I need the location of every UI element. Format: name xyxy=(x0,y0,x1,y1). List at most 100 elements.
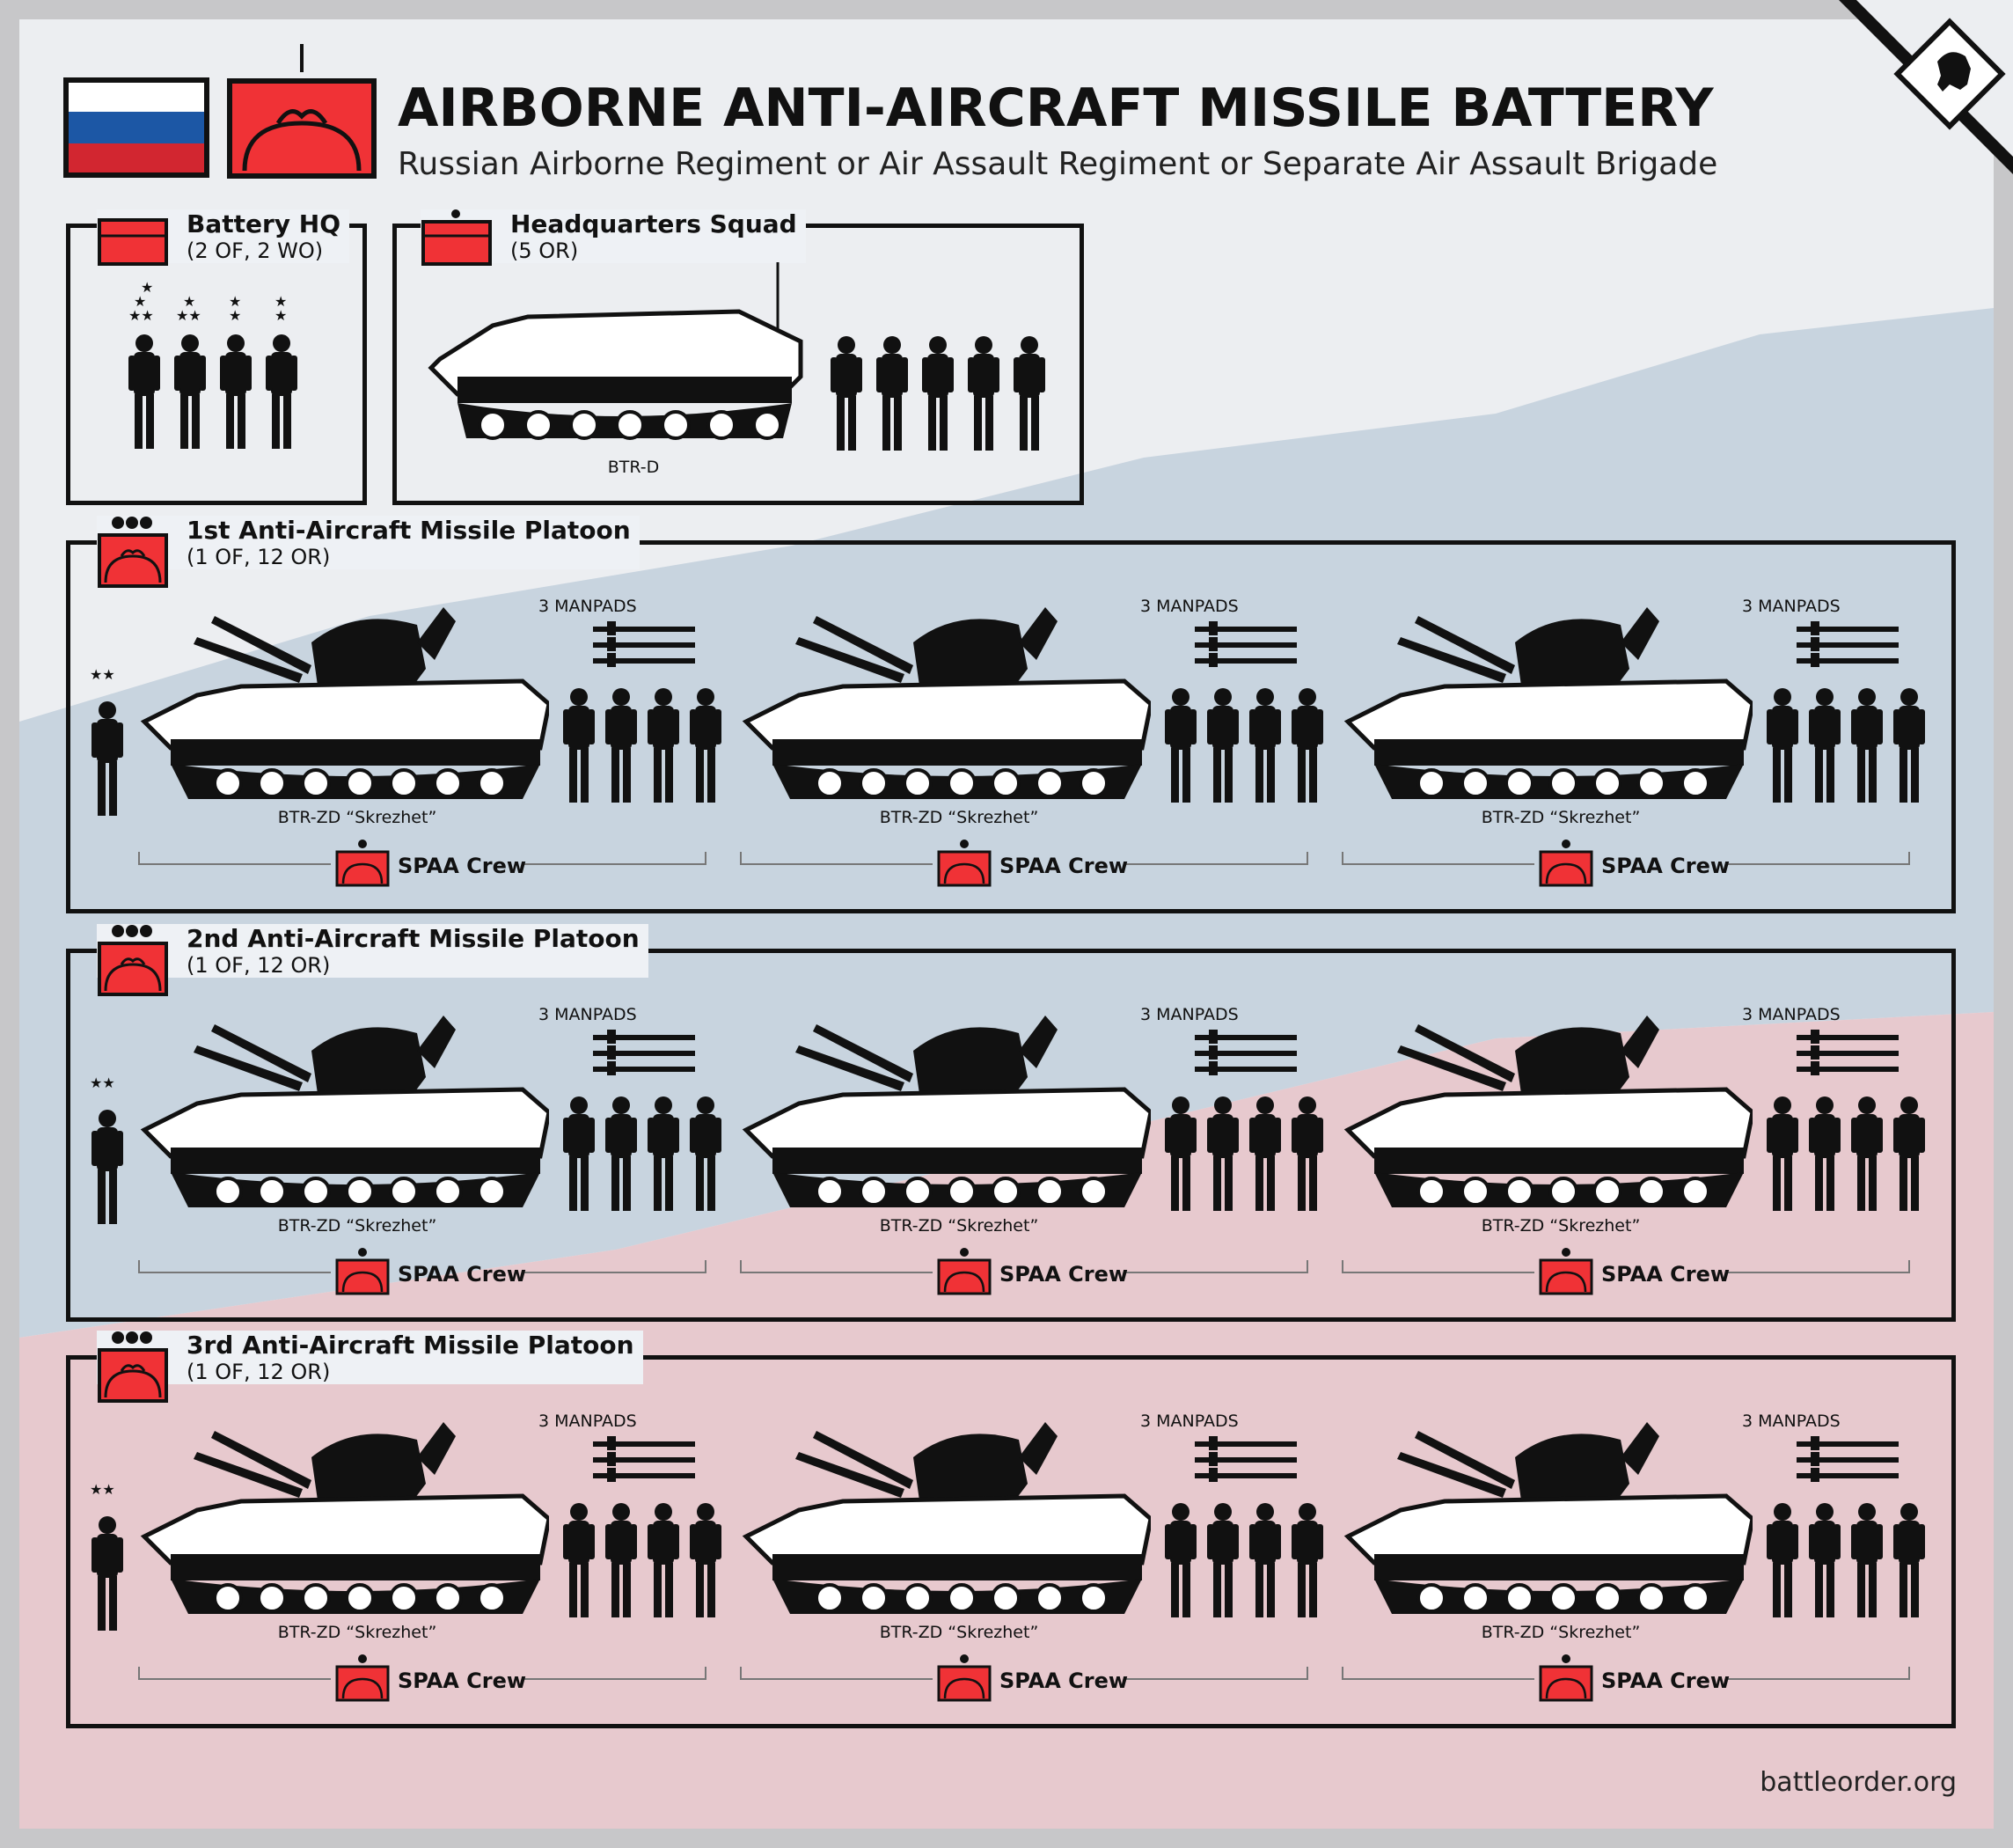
platoon-header: 1st Anti-Aircraft Missile Platoon (1 OF,… xyxy=(97,516,640,588)
btr-zd-vehicle-icon xyxy=(140,1422,549,1614)
spaa-crew-symbol-icon xyxy=(1539,1248,1593,1295)
manpads-launchers-icon xyxy=(1797,1030,1899,1075)
svg-text:★★: ★★ xyxy=(90,666,115,683)
svg-text:★: ★ xyxy=(141,280,153,296)
hq-squad-title: Headquarters Squad xyxy=(510,209,797,238)
btr-zd-vehicle-icon xyxy=(140,607,549,799)
svg-text:★: ★ xyxy=(134,293,146,310)
platoon-title: 2nd Anti-Aircraft Missile Platoon xyxy=(187,924,640,953)
page-title: AIRBORNE ANTI-AIRCRAFT MISSILE BATTERY xyxy=(398,77,1714,139)
spaa-section: 3 MANPADS BTR-ZD “Skrezhet” SPAA Cr xyxy=(93,1355,721,1725)
battery-hq-strength: (2 OF, 2 WO) xyxy=(187,238,324,263)
svg-text:★★: ★★ xyxy=(128,307,154,324)
spaa-section: 3 MANPADS BTR-ZD “Skrezhet” SPAA Cr xyxy=(695,540,1323,910)
crew-bracket-icon xyxy=(740,852,1308,865)
spaa-section: 3 MANPADS BTR-ZD “Skrezhet” SPAA Cr xyxy=(695,949,1323,1318)
crew-soldiers-icon xyxy=(1767,1096,1925,1211)
svg-text:★★: ★★ xyxy=(90,1074,115,1091)
hq-unit-symbol-icon xyxy=(98,218,168,266)
svg-text:★★: ★★ xyxy=(176,307,201,324)
manpads-label: 3 MANPADS xyxy=(1742,597,1841,616)
btr-zd-label: BTR-ZD “Skrezhet” xyxy=(1481,808,1641,827)
hq-squad-header: Headquarters Squad (5 OR) xyxy=(421,209,806,266)
battery-hq-personnel: ★★★★ ★★★ ★★ ★★ xyxy=(121,280,315,456)
spaa-crew-symbol-icon xyxy=(1539,840,1593,887)
spaa-section: 3 MANPADS BTR-ZD “Skrezhet” SPAA Cr xyxy=(93,540,721,910)
svg-text:★: ★ xyxy=(274,307,287,324)
spaa-crew-label: SPAA Crew xyxy=(999,854,1129,878)
btr-zd-vehicle-icon xyxy=(1343,1422,1753,1614)
hq-squad-strength: (5 OR) xyxy=(510,238,579,263)
manpads-launchers-icon xyxy=(593,1030,695,1075)
crew-bracket-icon xyxy=(1342,1667,1910,1680)
btr-zd-vehicle-icon xyxy=(140,1016,549,1207)
btr-zd-vehicle-icon xyxy=(742,1016,1151,1207)
svg-text:★: ★ xyxy=(274,293,287,310)
crew-soldiers-icon xyxy=(1767,1503,1925,1617)
btr-zd-label: BTR-ZD “Skrezhet” xyxy=(1481,1623,1641,1642)
crew-soldiers-icon xyxy=(563,1503,721,1617)
spaa-crew-label: SPAA Crew xyxy=(999,1668,1129,1693)
rank-stars-icon: ★★★★ ★★★ ★★ ★★ xyxy=(128,280,287,324)
platoon-leader: ★★ xyxy=(86,1478,132,1637)
manpads-label: 3 MANPADS xyxy=(538,597,637,616)
platoon-symbol-icon xyxy=(98,1331,168,1403)
manpads-launchers-icon xyxy=(1195,1030,1297,1075)
crew-soldiers-icon xyxy=(563,1096,721,1211)
battery-hq-header: Battery HQ (2 OF, 2 WO) xyxy=(97,209,350,266)
crew-soldiers-icon xyxy=(1767,688,1925,803)
officer-soldier-icon xyxy=(92,1110,123,1224)
officer-rank-stars-icon: ★★ xyxy=(90,1481,115,1498)
platoon-strength: (1 OF, 12 OR) xyxy=(187,953,331,978)
spaa-section: 3 MANPADS BTR-ZD “Skrezhet” SPAA Cr xyxy=(695,1355,1323,1725)
crew-soldiers-icon xyxy=(1165,688,1323,803)
site-footer: battleorder.org xyxy=(1760,1767,1957,1798)
manpads-label: 3 MANPADS xyxy=(538,1005,637,1024)
spaa-crew-label: SPAA Crew xyxy=(398,1668,527,1693)
platoon-box xyxy=(66,1355,1956,1728)
btr-zd-label: BTR-ZD “Skrezhet” xyxy=(879,1216,1039,1236)
soldier-figures-icon xyxy=(128,334,297,449)
page-subtitle: Russian Airborne Regiment or Air Assault… xyxy=(398,146,1718,182)
platoon-leader: ★★ xyxy=(86,1072,132,1230)
btr-zd-label: BTR-ZD “Skrezhet” xyxy=(879,1623,1039,1642)
crew-bracket-icon xyxy=(740,1260,1308,1273)
btr-zd-vehicle-icon xyxy=(1343,607,1753,799)
svg-text:★: ★ xyxy=(229,307,241,324)
spaa-crew-symbol-icon xyxy=(937,1248,992,1295)
crew-bracket-icon xyxy=(138,1260,706,1273)
btr-zd-label: BTR-ZD “Skrezhet” xyxy=(277,1623,437,1642)
spaa-crew-symbol-icon xyxy=(335,1654,390,1702)
spaa-section: 3 MANPADS BTR-ZD “Skrezhet” SPAA Cr xyxy=(93,949,721,1318)
spaa-crew-label: SPAA Crew xyxy=(1601,1262,1731,1287)
manpads-label: 3 MANPADS xyxy=(1742,1412,1841,1431)
svg-text:★★: ★★ xyxy=(90,1481,115,1498)
spaa-section: 3 MANPADS BTR-ZD “Skrezhet” SPAA Cr xyxy=(1297,540,1925,910)
crew-bracket-icon xyxy=(1342,1260,1910,1273)
platoon-header: 3rd Anti-Aircraft Missile Platoon (1 OF,… xyxy=(97,1331,643,1403)
hq-squad-soldiers-icon xyxy=(831,336,1045,451)
svg-text:★: ★ xyxy=(229,293,241,310)
platoon-title: 1st Anti-Aircraft Missile Platoon xyxy=(187,516,631,545)
platoon-box xyxy=(66,540,1956,913)
platoon-header: 2nd Anti-Aircraft Missile Platoon (1 OF,… xyxy=(97,924,648,996)
officer-soldier-icon xyxy=(92,701,123,816)
spaa-crew-symbol-icon xyxy=(937,840,992,887)
manpads-launchers-icon xyxy=(1195,621,1297,667)
platoon-leader: ★★ xyxy=(86,664,132,822)
spaa-crew-label: SPAA Crew xyxy=(398,854,527,878)
spaa-section: 3 MANPADS BTR-ZD “Skrezhet” SPAA Cr xyxy=(1297,949,1925,1318)
spaa-crew-symbol-icon xyxy=(335,840,390,887)
manpads-label: 3 MANPADS xyxy=(1742,1005,1841,1024)
svg-text:★: ★ xyxy=(183,293,195,310)
battleorder-logo-icon xyxy=(1839,0,2013,174)
battery-unit-symbol-icon xyxy=(227,44,377,179)
crew-bracket-icon xyxy=(138,852,706,865)
manpads-label: 3 MANPADS xyxy=(1140,597,1239,616)
btr-zd-label: BTR-ZD “Skrezhet” xyxy=(277,1216,437,1236)
crew-bracket-icon xyxy=(740,1667,1308,1680)
russian-flag-icon xyxy=(63,77,209,178)
btr-zd-vehicle-icon xyxy=(742,607,1151,799)
spaa-crew-label: SPAA Crew xyxy=(1601,1668,1731,1693)
